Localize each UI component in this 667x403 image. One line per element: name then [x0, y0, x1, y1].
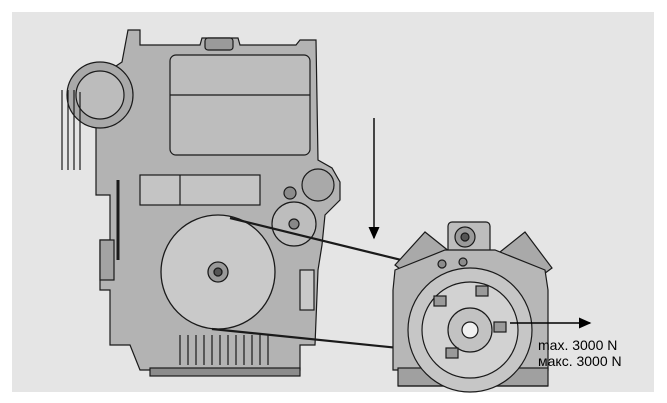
force-label-latin: max. 3000 N [538, 337, 618, 353]
force-label-cyrillic: макс. 3000 N [538, 353, 622, 369]
compressor [392, 221, 553, 393]
engine-pulley [160, 214, 276, 330]
engine-block [61, 29, 341, 377]
